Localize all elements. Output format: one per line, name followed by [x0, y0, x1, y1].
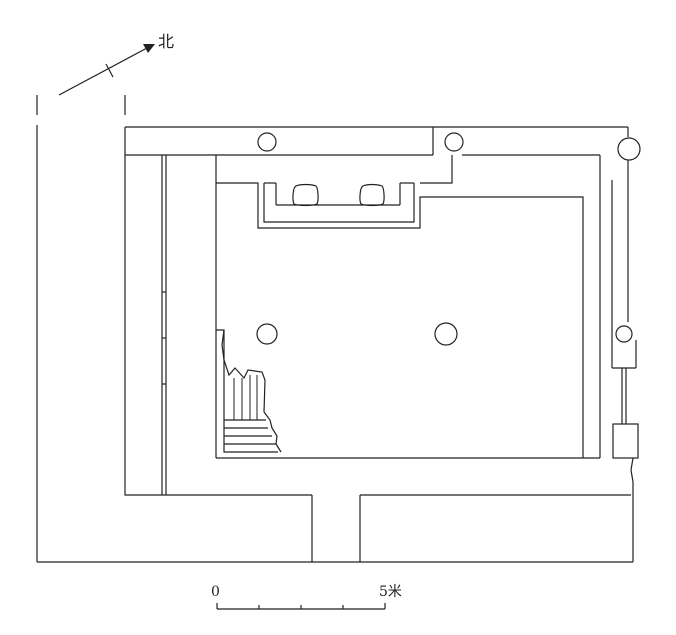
- scale-end-label: 5米: [379, 584, 402, 600]
- outer-enclosure-wall: [36, 95, 634, 563]
- inner-room: [215, 155, 600, 459]
- column-bases: [256, 132, 641, 346]
- north-label: 北: [158, 32, 175, 51]
- building-outer-wall: [124, 126, 631, 562]
- column-base: [615, 325, 633, 343]
- staircase-remains: [216, 329, 282, 453]
- column-base: [434, 322, 458, 346]
- east-wall: [433, 126, 639, 459]
- scale-zero-label: 0: [211, 584, 220, 600]
- column-base: [444, 132, 464, 152]
- scale-bar: [216, 603, 386, 610]
- west-wall-marks: [162, 291, 166, 385]
- altar-platform: [264, 182, 414, 207]
- north-arrow: [58, 44, 155, 96]
- column-base: [617, 137, 641, 161]
- column-base: [256, 323, 278, 345]
- column-base: [257, 132, 277, 152]
